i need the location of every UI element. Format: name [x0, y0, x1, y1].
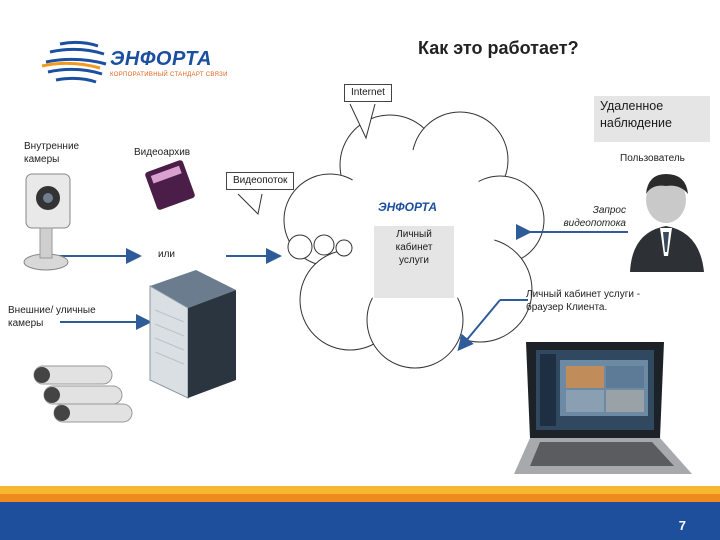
bubble-3 — [335, 239, 353, 257]
internet-callout: Internet — [344, 84, 392, 102]
arrow-browser — [457, 299, 501, 352]
bubble-2 — [313, 234, 335, 256]
personal-cabinet-box: Личный кабинет услуги — [374, 226, 454, 298]
outdoor-cameras-label: Внешние/ уличные камеры — [8, 305, 96, 329]
logo-globe-icon — [41, 40, 107, 84]
indoor-camera-icon — [23, 173, 71, 271]
cloud-logo-wordmark: ЭНФОРТА — [378, 200, 438, 214]
indoor-cameras-label: Внутренние камеры — [24, 141, 80, 165]
videostream-callout-tail — [237, 193, 263, 216]
video-stream-callout: Видеопоток — [226, 172, 295, 190]
footer-bar — [0, 502, 720, 540]
logo-wordmark: ЭНФОРТА — [110, 48, 212, 70]
cabinet-browser-label: Личный кабинет услуги - браузер Клиента. — [526, 289, 641, 313]
outdoor-cameras-icon — [33, 365, 133, 423]
laptop-icon — [514, 342, 692, 474]
page-number: 7 — [678, 518, 686, 533]
enforta-logo: ЭНФОРТА КОРПОРАТИВНЫЙ СТАНДАРТ СВЯЗИ — [40, 38, 227, 86]
memory-card-icon — [145, 160, 195, 210]
logo-tagline: КОРПОРАТИВНЫЙ СТАНДАРТ СВЯЗИ — [110, 72, 228, 78]
footer-stripe-yellow — [0, 486, 720, 494]
stream-request-label: Запрос видеопотока — [563, 205, 626, 229]
bubble-1 — [287, 234, 313, 260]
footer-stripe-orange — [0, 494, 720, 502]
remote-monitoring-box: Удаленное наблюдение — [594, 96, 710, 142]
user-label: Пользователь — [620, 153, 685, 164]
video-server-icon — [149, 270, 236, 399]
user-avatar-icon — [630, 174, 704, 272]
internet-callout-tail — [349, 103, 376, 140]
video-archive-label: Видеоархив — [134, 147, 191, 158]
internet-cloud — [283, 111, 545, 369]
page-title: Как это работает? — [418, 38, 579, 58]
or-label: или — [158, 249, 176, 260]
